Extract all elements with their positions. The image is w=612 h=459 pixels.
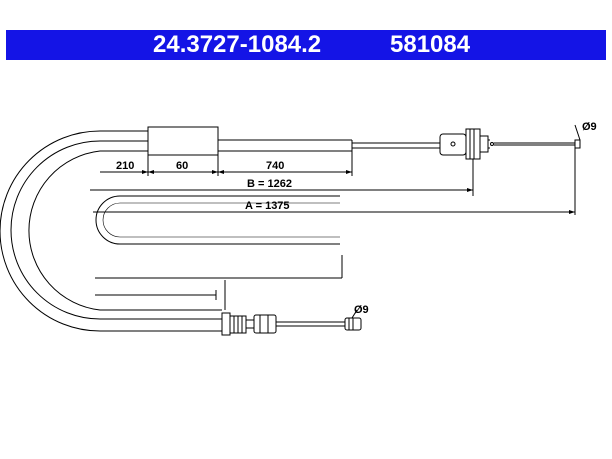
diameter-top: Ø9 <box>582 121 597 133</box>
short-number: 581084 <box>390 31 471 58</box>
diameter-bottom: Ø9 <box>354 304 369 316</box>
inner-loop <box>95 195 340 245</box>
dim-60: 60 <box>176 160 188 172</box>
part-number: 24.3727-1084.2 <box>153 31 322 58</box>
top-cable-end <box>574 139 581 149</box>
cable-outer-line <box>0 130 222 332</box>
dim-210: 210 <box>116 160 134 172</box>
part-header: 24.3727-1084.2 581084 <box>6 30 606 60</box>
cable-sleeve <box>147 126 219 156</box>
dim-a: A = 1375 <box>245 200 290 212</box>
dim-740: 740 <box>266 160 284 172</box>
dim-b: B = 1262 <box>247 178 292 190</box>
bottom-fitting-body <box>221 312 231 336</box>
cable-middle-line <box>10 140 222 320</box>
cable-inner-line <box>28 150 222 311</box>
top-fitting-body <box>439 133 467 156</box>
